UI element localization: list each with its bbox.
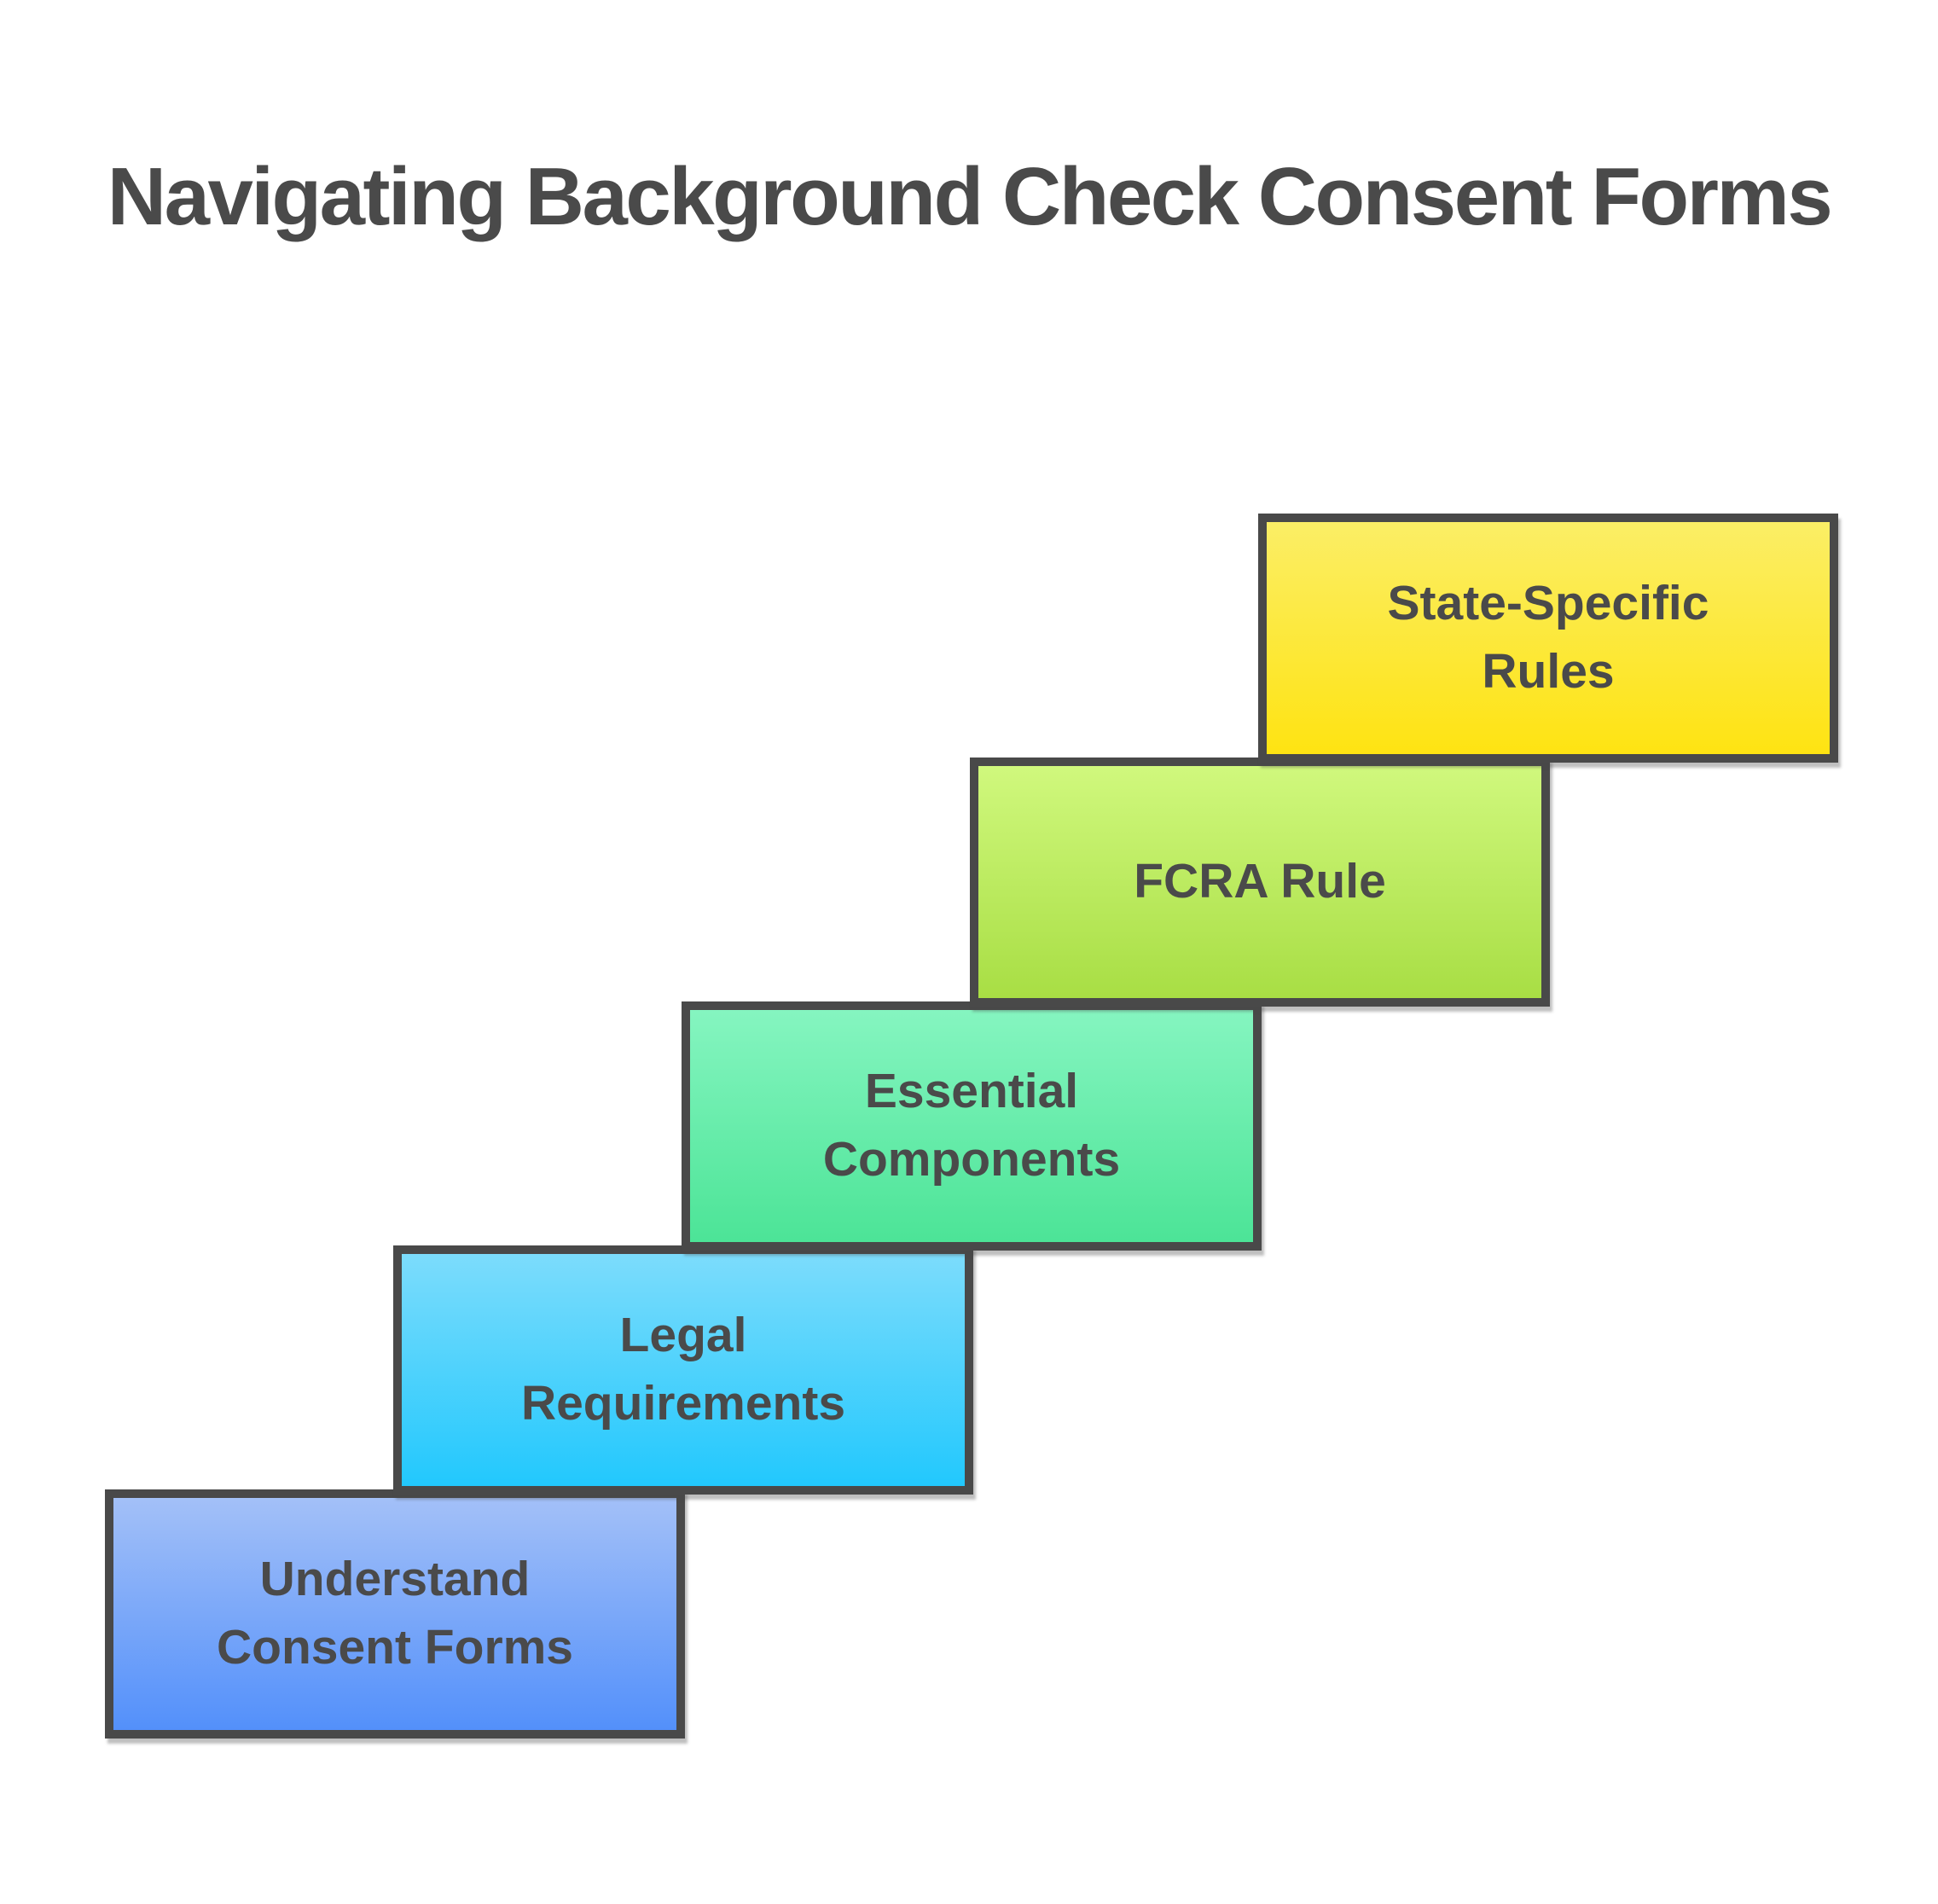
step-label-line: Consent Forms [216,1620,574,1675]
step-label: State-Specific Rules [1371,570,1726,706]
step-label: Understand Consent Forms [200,1546,590,1682]
step-state-specific-rules: State-Specific Rules [1258,514,1838,763]
step-label-line: Essential [864,1064,1079,1119]
step-label-line: Understand [259,1552,531,1607]
step-label-line: Legal [619,1308,747,1363]
step-essential-components: Essential Components [682,1001,1262,1251]
step-label-line: Components [822,1132,1121,1187]
diagram-title: Navigating Background Check Consent Form… [107,151,1833,242]
step-label-line: Requirements [520,1376,846,1431]
step-label: Legal Requirements [504,1302,862,1438]
step-fcra-rule: FCRA Rule [970,758,1550,1007]
step-label: FCRA Rule [1117,848,1403,916]
step-label: Essential Components [806,1058,1137,1194]
step-label-line: State-Specific [1387,576,1709,631]
step-label-line: Rules [1482,644,1615,699]
step-understand-consent-forms: Understand Consent Forms [105,1489,685,1739]
step-label-line: FCRA Rule [1134,854,1386,909]
step-legal-requirements: Legal Requirements [393,1245,973,1495]
